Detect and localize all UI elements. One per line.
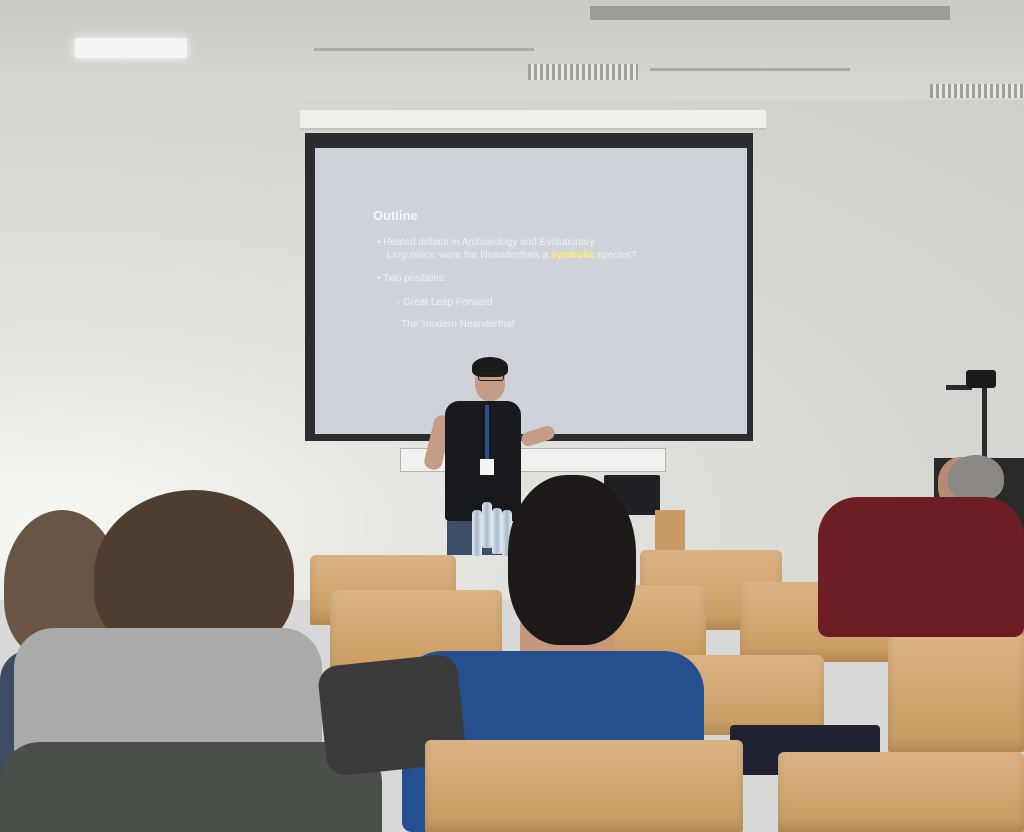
bullet-marker: • — [377, 273, 381, 284]
slide-bullet-1-text-2: Linguistics: were the Neanderthals a — [387, 250, 551, 261]
slide-title: Outline — [373, 208, 418, 223]
chair — [888, 632, 1024, 752]
slide-bullet-1-line-2: Linguistics: were the Neanderthals a sym… — [377, 249, 637, 262]
projected-slide: Outline • Heated debate in Archaeology a… — [315, 148, 747, 434]
speaker-hair — [472, 357, 508, 377]
water-bottle — [492, 508, 502, 554]
audience-member — [800, 455, 1024, 637]
audience-hair — [508, 475, 636, 645]
chair — [778, 752, 1024, 832]
lectern — [655, 510, 685, 550]
projector-screen-housing — [300, 110, 766, 130]
speaker-glasses — [478, 373, 504, 381]
ceiling-vent — [930, 84, 1024, 98]
audience-sweater — [818, 497, 1024, 637]
ceiling-panel-seam — [590, 6, 950, 20]
slide-bullet-list: • Heated debate in Archaeology and Evolu… — [377, 236, 637, 285]
ceiling-panel-seam — [650, 68, 850, 71]
speaker-name-badge — [480, 459, 494, 475]
audience-sweater — [14, 628, 322, 758]
ceiling-vent — [528, 64, 638, 80]
water-bottle — [472, 510, 482, 556]
slide-bullet-2: • Two positions: — [377, 272, 637, 285]
slide-sub-item-2: The 'modern Neanderthal' — [401, 319, 516, 330]
ceiling-panel-seam — [314, 48, 534, 51]
audience-hair — [948, 455, 1004, 501]
chair — [425, 740, 743, 832]
slide-bullet-1-text: Heated debate in Archaeology and Evoluti… — [383, 237, 595, 248]
slide-bullet-1-line-1: • Heated debate in Archaeology and Evolu… — [377, 236, 637, 249]
audience-member — [14, 490, 334, 832]
speaker-arm — [519, 424, 557, 448]
camera-icon — [966, 370, 996, 388]
ceiling-light — [75, 38, 187, 58]
slide-bullet-1-text-3: species? — [594, 250, 637, 261]
coat-on-chair — [0, 742, 382, 832]
slide-highlight-word: symbolic — [550, 250, 595, 261]
water-bottle — [502, 510, 512, 556]
tripod-pole — [982, 385, 987, 460]
water-bottle — [482, 502, 492, 548]
slide-bullet-2-text: Two positions: — [383, 273, 447, 284]
projector-screen: Outline • Heated debate in Archaeology a… — [305, 133, 753, 441]
slide-sub-item-1: - Great Leap Forward — [397, 297, 493, 308]
speaker-lanyard — [485, 405, 489, 461]
tripod-handle — [946, 385, 972, 390]
bullet-marker: • — [377, 237, 381, 248]
